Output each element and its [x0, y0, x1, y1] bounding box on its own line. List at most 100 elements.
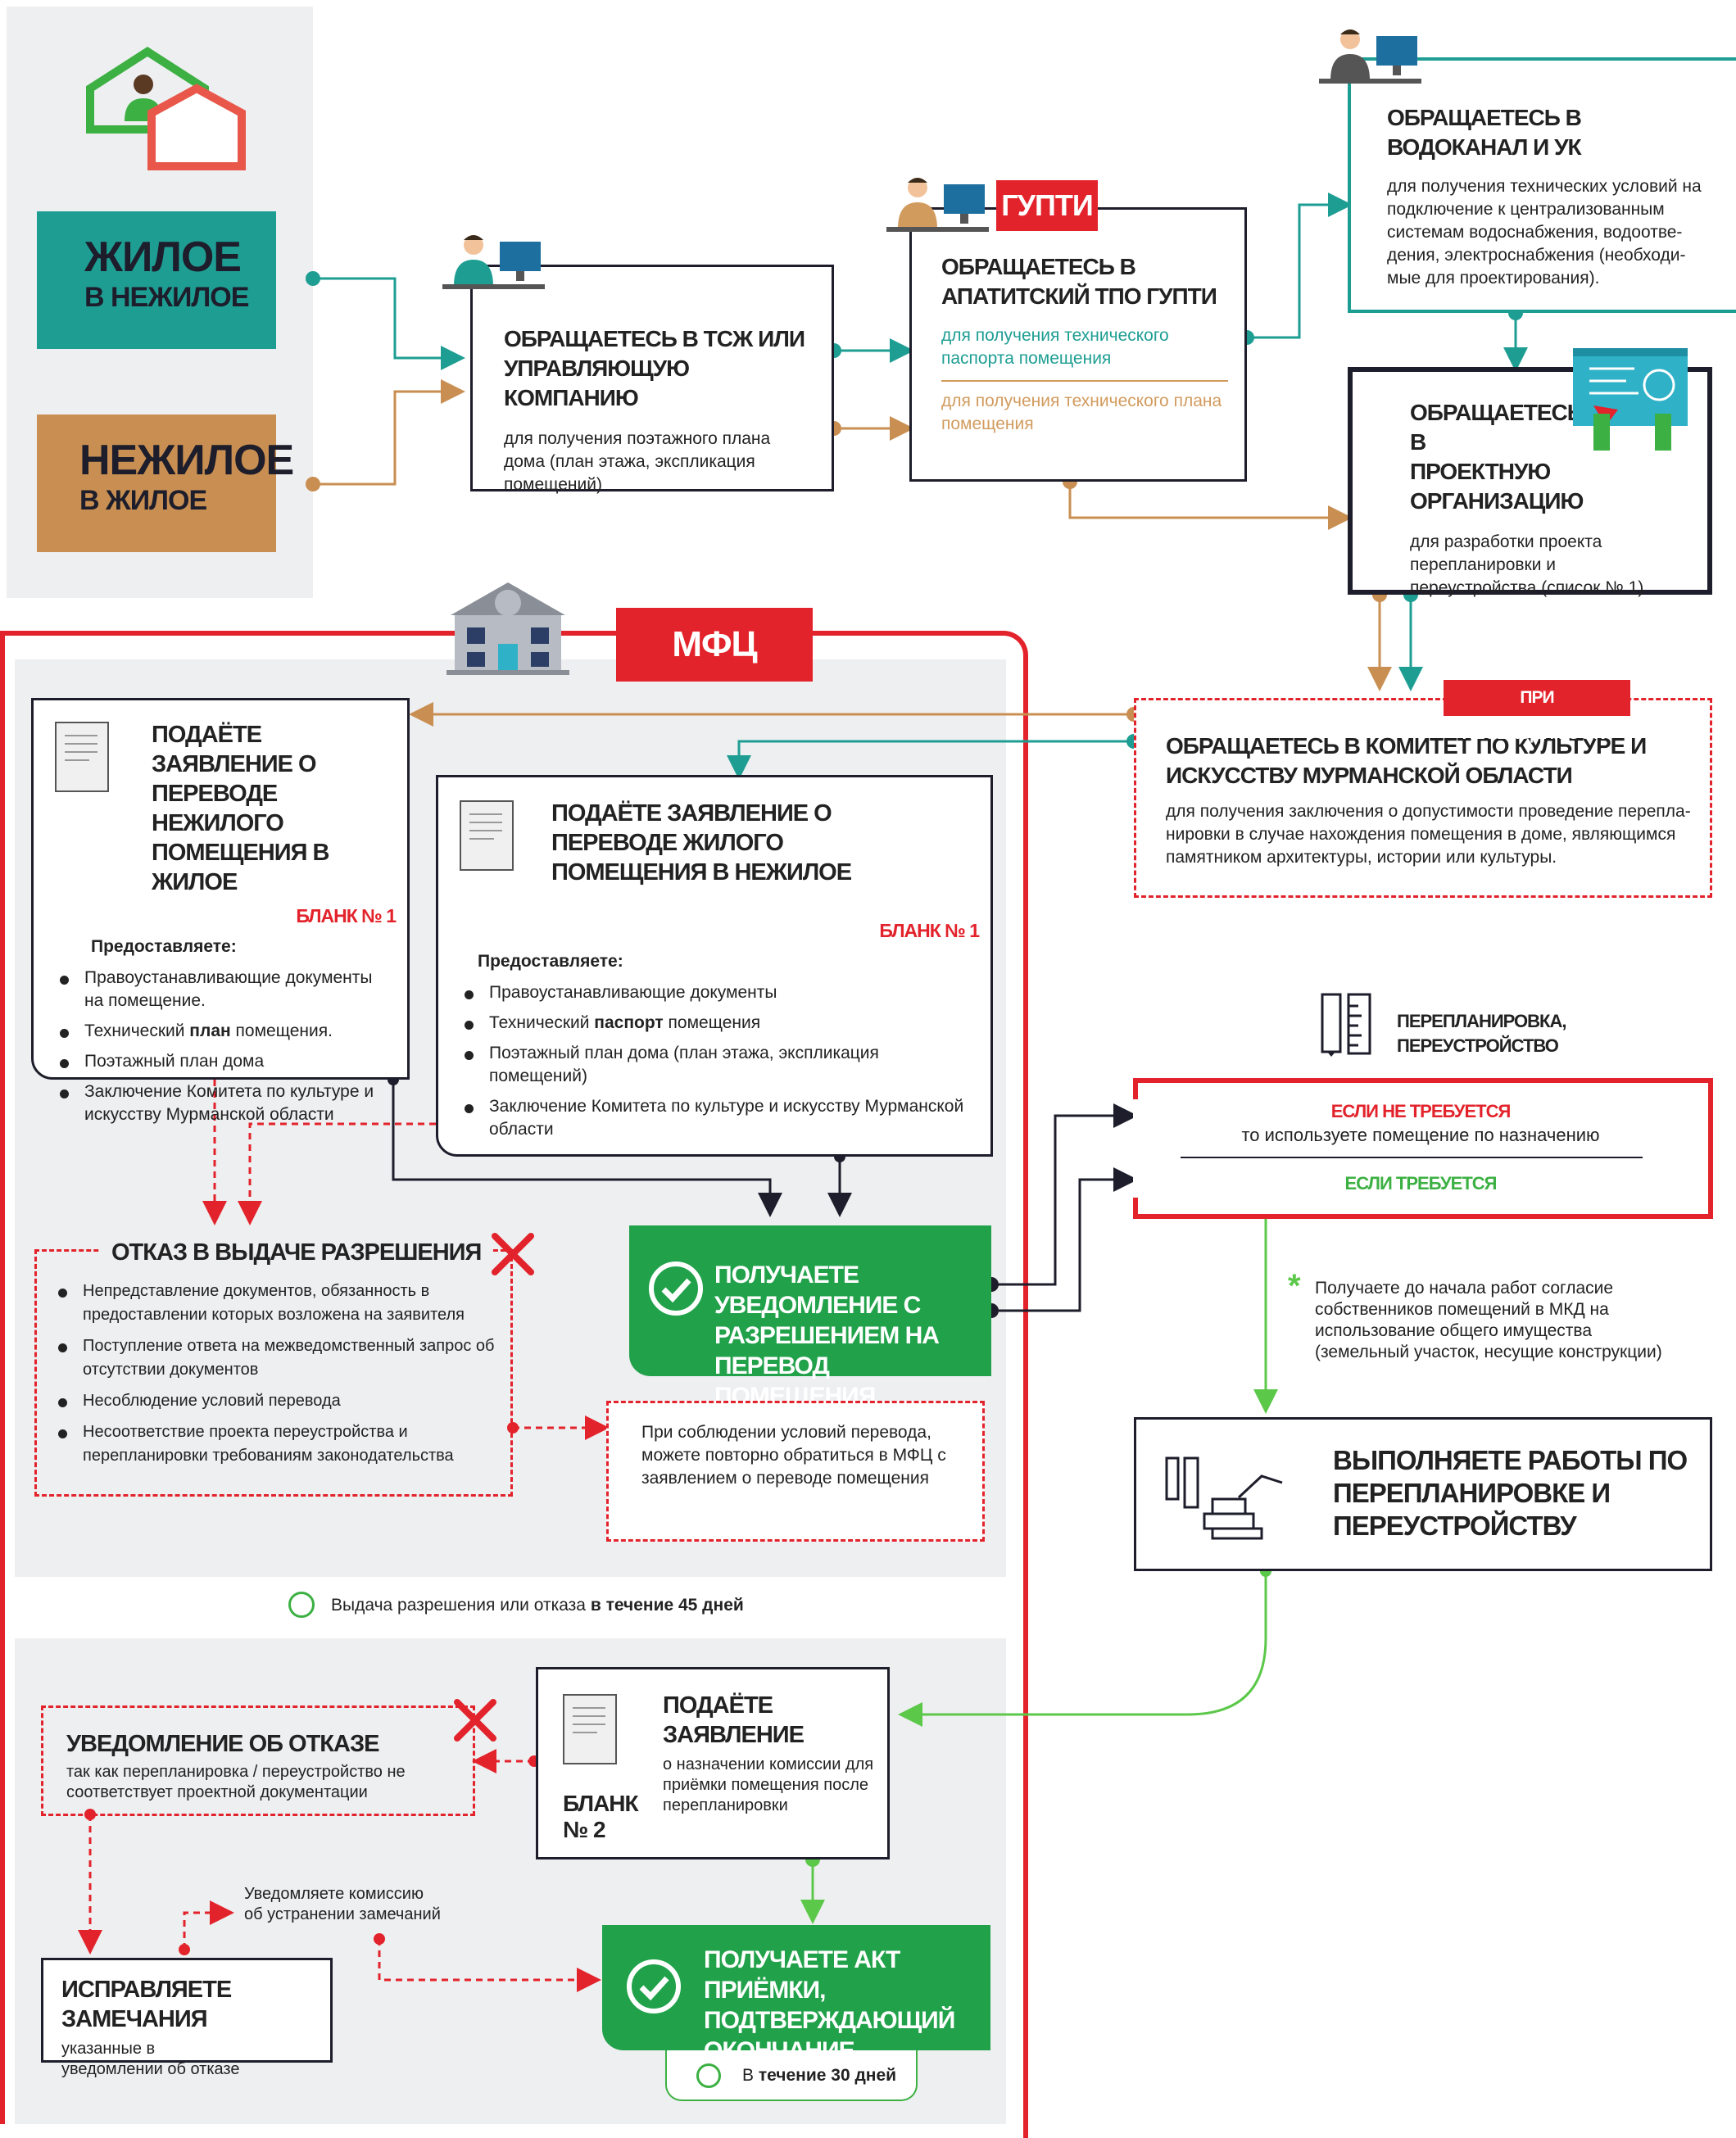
app3-text: о назначении комиссии для приёмки помеще… — [663, 1755, 874, 1814]
application-res-to-nonres-box: ПОДАЁТЕ ЗАЯВЛЕНИЕ О ПЕРЕВОДЕ ЖИЛОГО ПОМЕ… — [436, 775, 993, 1157]
cross-icon — [454, 1699, 496, 1742]
mfc-frame-left — [0, 631, 5, 2124]
list-item: Технический паспорт помещения — [460, 1012, 979, 1035]
tsj-text: для получения поэтажного плана дома (пла… — [504, 429, 771, 494]
app2-provide: Предоставляете: — [478, 952, 623, 971]
project-text: для разработки проекта перепланировки и … — [1410, 532, 1644, 597]
replan-decision-left-edge — [1133, 1198, 1138, 1219]
term-30-text: В — [742, 2066, 759, 2085]
replan-label: ПЕРЕПЛАНИРОВКА, ПЕРЕУСТРОЙСТВО — [1397, 1011, 1566, 1056]
construction-icon — [1165, 1456, 1283, 1540]
reapply-box: При соблюдении условий перевода, можете … — [606, 1401, 985, 1542]
gupti-title: ОБРАЩАЕТЕСЬ В АПАТИТСКИЙ ТПО ГУПТИ — [941, 254, 1217, 309]
person-computer-icon — [442, 235, 545, 289]
vodokanal-text: для получения технических условий на под… — [1387, 177, 1702, 288]
checkmark-icon — [649, 1262, 703, 1316]
person-computer-icon — [886, 178, 989, 232]
consent-text: Получаете до начала работ согласие собст… — [1315, 1279, 1662, 1361]
list-item: Поступление ответа на межведомственный з… — [53, 1334, 499, 1382]
app1-provide: Предоставляете: — [91, 937, 237, 956]
gupti-separator — [941, 380, 1228, 382]
app1-title: ПОДАЁТЕ ЗАЯВЛЕНИЕ О ПЕРЕВОДЕ НЕЖИЛОГО ПО… — [152, 722, 329, 895]
acceptance-act-box: ПОЛУЧАЕТЕ АКТ ПРИЁМКИ, ПОДТВЕРЖДАЮЩИЙ ОК… — [602, 1925, 990, 2095]
project-title: ОБРАЩАЕТЕСЬ В ПРОЕКТНУЮ ОРГАНИЗАЦИЮ — [1410, 400, 1584, 514]
app2-form: БЛАНК № 1 — [879, 920, 980, 941]
list-item: Несоответствие проекта переустройства и … — [53, 1420, 499, 1468]
term-30-bold: течение 30 дней — [758, 2066, 897, 2085]
not-required-text: то используете помещение по назначению — [1241, 1125, 1600, 1145]
document-icon — [563, 1694, 617, 1764]
app1-form: БЛАНК № 1 — [296, 905, 397, 926]
clock-icon — [696, 2063, 721, 2088]
refusal-box: Непредставление документов, обязанность … — [34, 1249, 513, 1497]
vodokanal-title: ОБРАЩАЕТЕСЬ В ВОДОКАНАЛ И УК — [1387, 105, 1582, 160]
mfc-badge: МФЦ — [616, 608, 813, 682]
list-item: Правоустанавливающие документы на помеще… — [55, 967, 396, 1012]
type-residential-to-nonresidential[interactable]: ЖИЛОЕ В НЕЖИЛОЕ — [37, 211, 276, 349]
decision-divider — [1181, 1157, 1643, 1158]
consent-asterisk: * — [1288, 1268, 1301, 1304]
list-item: Непредставление документов, обязанность … — [53, 1280, 499, 1327]
houses-icon — [86, 47, 246, 170]
committee-badge: ПРИ НЕОБХОДИМОСТИ — [1444, 680, 1630, 743]
cross-icon — [492, 1233, 534, 1275]
list-item: Несоблюдение условий перевода — [53, 1389, 499, 1413]
refusal-list: Непредставление документов, обязанность … — [53, 1280, 499, 1468]
not-required-label: ЕСЛИ НЕ ТРЕБУЕТСЯ — [1330, 1101, 1512, 1121]
refusal2-title: УВЕДОМЛЕНИЕ ОБ ОТКАЗЕ — [66, 1731, 379, 1757]
fix-title: ИСПРАВЛЯЕТЕ ЗАМЕЧАНИЯ — [61, 1977, 232, 2032]
notify-commission-text: Уведомляете комиссию об устранении замеч… — [244, 1885, 441, 1923]
refusal-title: ОТКАЗ В ВЫДАЧЕ РАЗРЕШЕНИЯ — [100, 1237, 493, 1268]
type-title: ЖИЛОЕ — [84, 233, 242, 281]
fix-remarks-box: ИСПРАВЛЯЕТЕ ЗАМЕЧАНИЯ указанные в уведом… — [41, 1958, 333, 2078]
app2-title: ПОДАЁТЕ ЗАЯВЛЕНИЕ О ПЕРЕВОДЕ ЖИЛОГО ПОМЕ… — [551, 800, 852, 886]
required-label: ЕСЛИ ТРЕБУЕТСЯ — [1344, 1173, 1498, 1194]
type-subtitle: В НЕЖИЛОЕ — [84, 282, 249, 313]
term-45-text: Выдача разрешения или отказа — [331, 1596, 591, 1615]
replan-decision-box: ЕСЛИ НЕ ТРЕБУЕТСЯ то используете помещен… — [1133, 1078, 1713, 1219]
gupti-box: ОБРАЩАЕТЕСЬ В АПАТИТСКИЙ ТПО ГУПТИ для п… — [909, 207, 1247, 482]
list-item: Технический план помещения. — [55, 1020, 396, 1043]
app1-list: Правоустанавливающие документы на помеще… — [55, 967, 396, 1126]
works-title: ВЫПОЛНЯЕТЕ РАБОТЫ ПО ПЕРЕПЛАНИРОВКЕ И ПЕ… — [1333, 1445, 1688, 1541]
term-30: В течение 30 дней — [665, 2050, 918, 2101]
app2-list: Правоустанавливающие документы Техническ… — [460, 981, 979, 1141]
replan-decision-left-edge — [1133, 1078, 1138, 1099]
type-nonresidential-to-residential[interactable]: НЕЖИЛОЕ В ЖИЛОЕ — [37, 414, 294, 552]
blueprint-icon — [1573, 348, 1688, 451]
clock-icon — [288, 1592, 315, 1618]
document-icon — [55, 722, 109, 792]
reapply-text: При соблюдении условий перевода, можете … — [641, 1423, 946, 1488]
application-nonres-to-res-box: ПОДАЁТЕ ЗАЯВЛЕНИЕ О ПЕРЕВОДЕ НЕЖИЛОГО ПО… — [31, 698, 410, 1124]
refusal2-text: так как перепланировка / переустройство … — [66, 1763, 406, 1801]
app3-title: ПОДАЁТЕ ЗАЯВЛЕНИЕ — [663, 1692, 805, 1748]
committee-title: ОБРАЩАЕТЕСЬ В КОМИТЕТ ПО КУЛЬТУРЕ И ИСКУ… — [1166, 733, 1647, 788]
committee-text: для получения заключения о допустимости … — [1166, 802, 1691, 867]
committee-box: ОБРАЩАЕТЕСЬ В КОМИТЕТ ПО КУЛЬТУРЕ И ИСКУ… — [1134, 698, 1712, 898]
list-item: Заключение Комитета по культуре и искусс… — [55, 1080, 396, 1126]
type-title: НЕЖИЛОЕ — [79, 437, 294, 484]
person-computer-icon — [1319, 29, 1421, 84]
type-subtitle: В ЖИЛОЕ — [79, 485, 207, 516]
checkmark-icon — [627, 1959, 681, 2013]
gupti-text-teal: для получения технического паспорта поме… — [941, 326, 1169, 368]
app3-form: БЛАНК № 2 — [563, 1791, 639, 1842]
list-item: Поэтажный план дома (план этажа, эксплик… — [460, 1042, 979, 1088]
term-45-bold: в течение 45 дней — [590, 1596, 744, 1615]
list-item: Заключение Комитета по культуре и искусс… — [460, 1095, 979, 1141]
gupti-text-tan: для получения технического плана помещен… — [941, 392, 1222, 433]
list-item: Правоустанавливающие документы — [460, 981, 979, 1004]
fix-text: указанные в уведомлении об отказе — [61, 2040, 240, 2078]
permit-notice-text: ПОЛУЧАЕТЕ УВЕДОМЛЕНИЕ С РАЗРЕШЕНИЕМ НА П… — [714, 1262, 940, 1410]
document-icon — [460, 800, 514, 871]
tsj-title: ОБРАЩАЕТЕСЬ В ТСЖ ИЛИ УПРАВЛЯЮЩУЮ КОМПАН… — [504, 326, 805, 410]
commission-application-box: ПОДАЁТЕ ЗАЯВЛЕНИЕ о назначении комиссии … — [536, 1667, 890, 1859]
permit-notice-box: ПОЛУЧАЕТЕ УВЕДОМЛЕНИЕ С РАЗРЕШЕНИЕМ НА П… — [629, 1225, 991, 1410]
list-item: Поэтажный план дома — [55, 1050, 396, 1073]
refusal-notice-box: УВЕДОМЛЕНИЕ ОБ ОТКАЗЕ так как перепланир… — [41, 1705, 475, 1816]
tsj-box: ОБРАЩАЕТЕСЬ В ТСЖ ИЛИ УПРАВЛЯЮЩУЮ КОМПАН… — [470, 265, 834, 494]
works-box: ВЫПОЛНЯЕТЕ РАБОТЫ ПО ПЕРЕПЛАНИРОВКЕ И ПЕ… — [1134, 1417, 1712, 1571]
gupti-badge: ГУПТИ — [996, 180, 1098, 231]
ruler-pencil-icon — [1321, 993, 1371, 1057]
vodokanal-box: ОБРАЩАЕТЕСЬ В ВОДОКАНАЛ И УК для получен… — [1348, 57, 1736, 313]
